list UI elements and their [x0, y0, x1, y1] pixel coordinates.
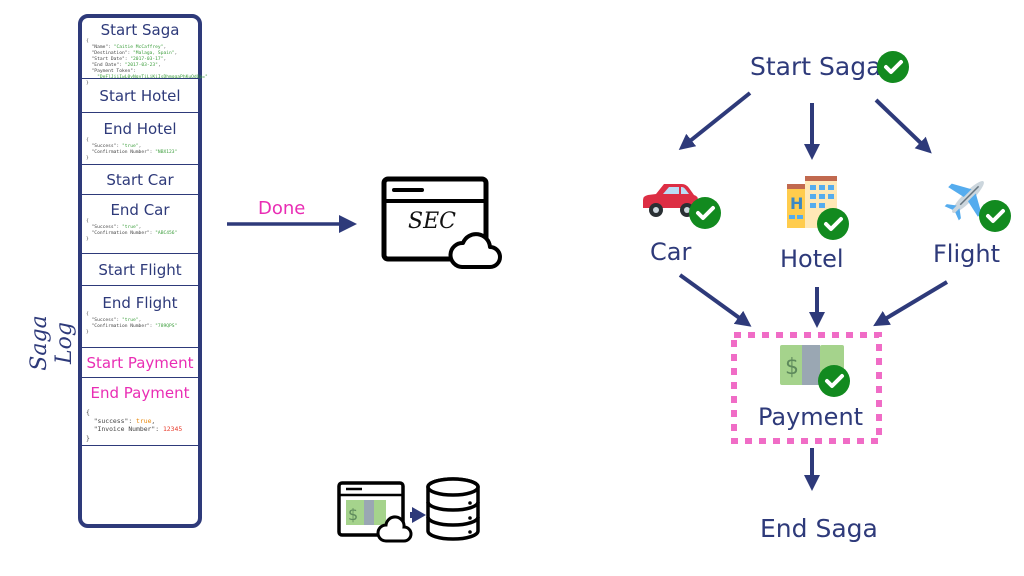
log-entry-title: End Hotel [103, 120, 177, 138]
log-entry-payload: { "success": true, "Invoice Number": 123… [86, 408, 183, 442]
log-entry-end-car: End Car { "Success": "true", "Confirmati… [82, 195, 198, 254]
done-arrow [227, 215, 357, 233]
saga-log-panel: Start Saga { "Name": "Caitie McCaffrey",… [78, 14, 208, 528]
sec-label: SEC [408, 209, 456, 234]
log-entry-payload: { "Name": "Caitie McCaffrey", "Destinati… [86, 39, 208, 86]
log-entry-payload: { "Success": "true", "Confirmation Numbe… [86, 219, 178, 242]
log-entry-payload: { "Success": "true", "Confirmation Numbe… [86, 312, 178, 335]
log-entry-end-hotel: End Hotel { "Success": "true", "Confirma… [82, 113, 198, 165]
log-entry-title: End Flight [102, 294, 178, 312]
log-entry-title: End Payment [90, 384, 190, 402]
done-label: Done [258, 198, 306, 219]
node-hotel: Hotel [780, 245, 844, 273]
log-entry-title: Start Payment [86, 354, 194, 372]
airplane-icon [944, 181, 984, 221]
node-car: Car [650, 238, 692, 266]
node-payment: Payment [758, 403, 864, 431]
svg-text:$: $ [348, 505, 358, 524]
arrow-start-to-flight [874, 98, 932, 154]
log-entry-end-payment: End Payment { "success": true, "Invoice … [82, 378, 198, 446]
log-entry-end-flight: End Flight { "Success": "true", "Confirm… [82, 286, 198, 348]
svg-text:H: H [790, 194, 803, 213]
browser-window-cloud-icon [381, 176, 502, 269]
payment-dashed-highlight [731, 332, 882, 444]
log-entry-title: Start Flight [98, 261, 182, 279]
log-entry-start-saga: Start Saga { "Name": "Caitie McCaffrey",… [82, 18, 208, 86]
node-end-saga: End Saga [760, 514, 878, 543]
payment-to-database-icon: $ [337, 477, 480, 543]
check-icon [817, 208, 849, 240]
log-entry-start-payment: Start Payment [82, 348, 198, 378]
node-flight: Flight [933, 240, 1000, 268]
log-entry-start-flight: Start Flight [82, 254, 198, 286]
log-entry-title: Start Saga [100, 21, 180, 39]
log-entry-start-hotel: Start Hotel [82, 79, 198, 113]
arrow-car-to-payment [678, 273, 752, 327]
check-icon [689, 197, 721, 229]
arrow-start-to-car [678, 91, 752, 150]
check-icon [877, 51, 909, 83]
log-entry-payload: { "Success": "true", "Confirmation Numbe… [86, 138, 178, 161]
log-entry-title: Start Hotel [99, 87, 181, 105]
check-icon [818, 365, 850, 397]
check-icon [979, 200, 1011, 232]
log-entry-title: End Car [110, 201, 170, 219]
log-entry-start-car: Start Car [82, 165, 198, 195]
svg-text:$: $ [785, 355, 799, 380]
node-start-saga: Start Saga [750, 52, 882, 81]
arrow-flight-to-payment [873, 280, 949, 327]
log-entry-title: Start Car [106, 171, 174, 189]
